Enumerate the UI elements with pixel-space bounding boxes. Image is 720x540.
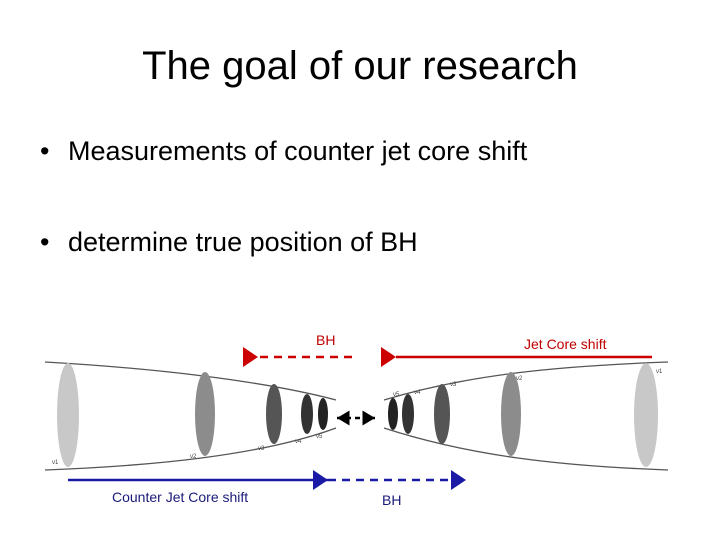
left-jet-outline-top	[45, 362, 336, 400]
tiny-label-right-1: ν1	[656, 369, 663, 375]
left-jet-outline-bottom	[45, 428, 336, 470]
right-jet-outline-bottom	[384, 428, 668, 470]
left-emission-blob-2	[195, 372, 215, 456]
left-emission-blob-3	[266, 384, 282, 444]
right-emission-blob-2	[501, 372, 521, 456]
right-emission-blob-3	[434, 384, 450, 444]
tiny-label-left-1: ν1	[52, 460, 59, 466]
tiny-label-left-4: ν4	[295, 439, 302, 445]
tiny-label-left-3: ν3	[258, 446, 265, 452]
left-emission-blob-4	[301, 394, 313, 434]
tiny-label-right-3: ν3	[450, 382, 457, 388]
jet-core-shift-label: Jet Core shift	[524, 336, 606, 352]
tiny-label-right-4: ν4	[414, 390, 421, 396]
left-emission-blob-1	[57, 363, 79, 467]
left-emission-blob-5	[318, 398, 328, 430]
bh-label-top: BH	[316, 332, 335, 348]
right-emission-blob-1	[634, 363, 658, 467]
right-emission-blob-5	[388, 398, 398, 430]
counter-jet-core-shift-label: Counter Jet Core shift	[112, 489, 248, 505]
right-emission-blob-4	[402, 394, 414, 434]
tiny-label-right-5: ν5	[393, 392, 400, 398]
tiny-label-left-5: ν5	[316, 434, 323, 440]
tiny-label-left-2: ν2	[190, 454, 197, 460]
bh-label-bottom: BH	[382, 492, 401, 508]
tiny-label-right-2: ν2	[516, 376, 523, 382]
right-jet-outline-top	[384, 362, 668, 400]
